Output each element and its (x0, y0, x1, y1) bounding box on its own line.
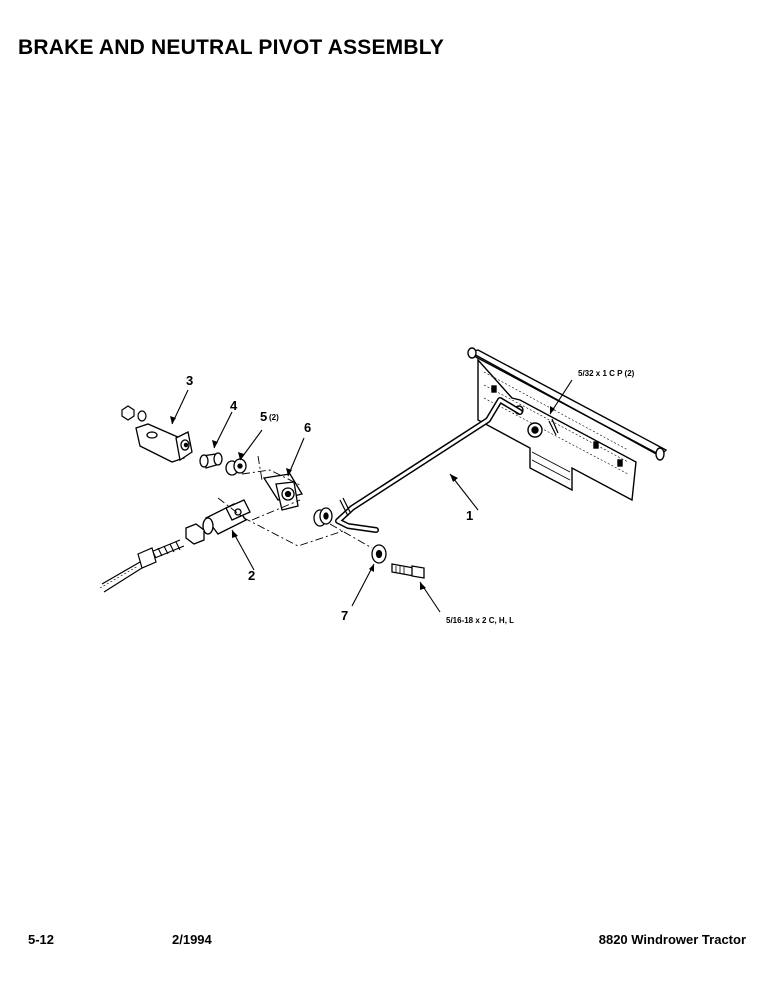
assembly-lines (217, 455, 373, 549)
bushing (199, 452, 223, 469)
callout-5: 5 (260, 409, 267, 424)
cotter-pin-bracket (548, 418, 559, 436)
washer (371, 544, 387, 564)
brake-cable (99, 539, 185, 593)
callout-7: 7 (341, 608, 348, 623)
pivot-block (262, 473, 304, 511)
model-name: 8820 Windrower Tractor (598, 932, 746, 947)
callout-6: 6 (304, 420, 311, 435)
bolt (391, 563, 425, 579)
nut-washer-set (121, 405, 147, 422)
leader-arrowheads (170, 406, 555, 590)
page-title: BRAKE AND NEUTRAL PIVOT ASSEMBLY (18, 36, 445, 59)
sleeve (225, 458, 247, 476)
cotter-pin-rod (339, 497, 351, 517)
callout-1: 1 (466, 508, 473, 523)
callout-2: 2 (248, 568, 255, 583)
spacer (313, 507, 333, 527)
callout-5-qty: (2) (269, 413, 279, 422)
cotter-pin-spec: 5/32 x 1 C P (2) (578, 369, 635, 378)
jam-nut (185, 523, 205, 545)
pivot-bracket (467, 347, 668, 502)
brake-rod (335, 397, 523, 533)
callout-4: 4 (230, 398, 238, 413)
revision-date: 2/1994 (172, 932, 212, 947)
page-number: 5-12 (28, 932, 55, 947)
bolt-spec: 5/16-18 x 2 C, H, L (446, 616, 514, 625)
callout-3: 3 (186, 373, 193, 388)
clevis-bracket (135, 423, 193, 463)
